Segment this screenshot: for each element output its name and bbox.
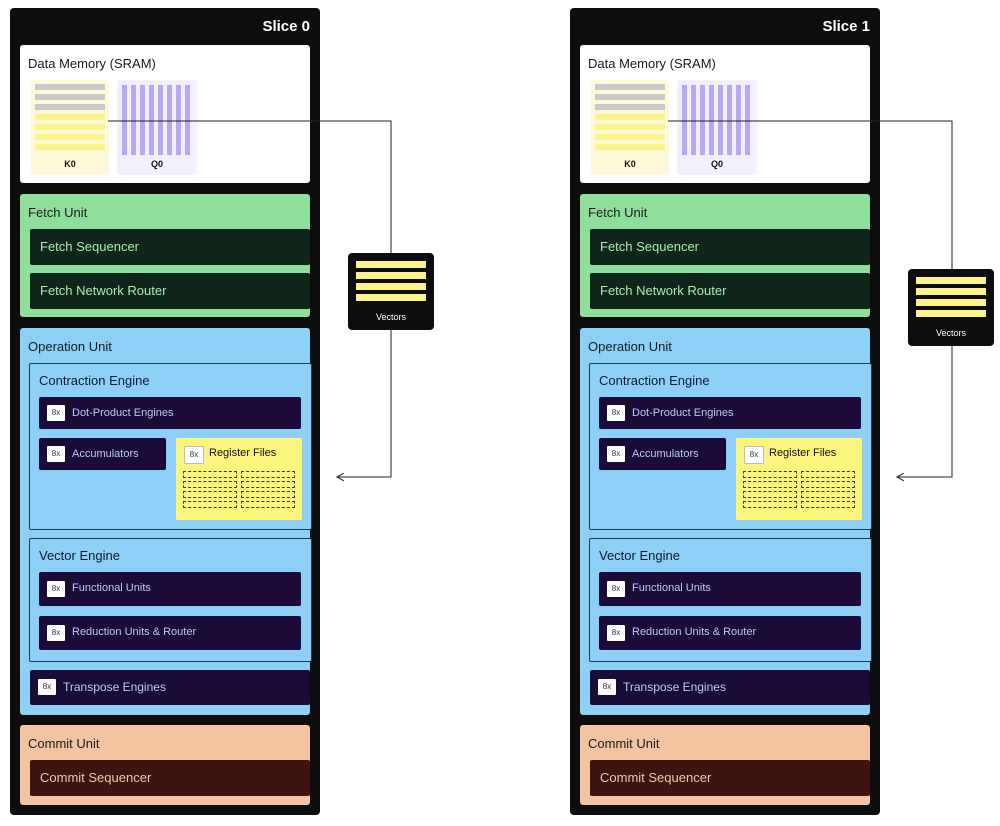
query-label: Q0 — [710, 159, 723, 169]
fetch-unit-panel: Fetch Unit Fetch Sequencer Fetch Network… — [20, 194, 310, 317]
key-memory-block: K0 — [31, 80, 109, 175]
key-memory-block: K0 — [591, 80, 669, 175]
commit-unit-panel: Commit Unit Commit Sequencer — [580, 725, 870, 805]
count-badge: 8x — [47, 446, 65, 462]
dot-product-engines-block: 8x Dot-Product Engines — [39, 397, 301, 429]
contraction-engine-title: Contraction Engine — [599, 373, 710, 388]
commit-sequencer-block: Commit Sequencer — [590, 760, 870, 796]
contraction-engine: Contraction Engine 8x Dot-Product Engine… — [29, 363, 312, 530]
operation-unit-panel: Operation Unit Contraction Engine 8x Dot… — [20, 328, 312, 715]
count-badge: 8x — [38, 679, 56, 695]
accumulators-block: 8x Accumulators — [39, 438, 166, 470]
contraction-engine-title: Contraction Engine — [39, 373, 150, 388]
key-label: K0 — [624, 159, 636, 169]
slice-title: Slice 0 — [262, 18, 310, 35]
functional-units-block: 8x Functional Units — [599, 572, 861, 606]
count-badge: 8x — [47, 405, 65, 421]
count-badge: 8x — [744, 446, 764, 464]
dot-product-engines-block: 8x Dot-Product Engines — [599, 397, 861, 429]
contraction-engine: Contraction Engine 8x Dot-Product Engine… — [589, 363, 872, 530]
key-label: K0 — [64, 159, 76, 169]
operation-unit-title: Operation Unit — [588, 339, 672, 354]
data-memory-title: Data Memory (SRAM) — [588, 56, 716, 71]
operation-unit-title: Operation Unit — [28, 339, 112, 354]
vectors-box-0: Vectors — [348, 253, 434, 330]
reduction-units-router-block: 8x Reduction Units & Router — [39, 616, 301, 650]
reduction-units-router-block: 8x Reduction Units & Router — [599, 616, 861, 650]
fetch-unit-panel: Fetch Unit Fetch Sequencer Fetch Network… — [580, 194, 870, 317]
vectors-label: Vectors — [375, 312, 406, 322]
fetch-network-router-block: Fetch Network Router — [30, 273, 310, 309]
vector-engine-title: Vector Engine — [599, 548, 680, 563]
fetch-network-router-block: Fetch Network Router — [590, 273, 870, 309]
vector-engine: Vector Engine 8x Functional Units 8x Red… — [589, 538, 872, 662]
count-badge: 8x — [184, 446, 204, 464]
register-files-block: 8x Register Files — [176, 438, 302, 520]
count-badge: 8x — [607, 405, 625, 421]
transpose-engines-block: 8x Transpose Engines — [590, 670, 870, 705]
count-badge: 8x — [598, 679, 616, 695]
transpose-engines-block: 8x Transpose Engines — [30, 670, 310, 705]
data-memory-title: Data Memory (SRAM) — [28, 56, 156, 71]
count-badge: 8x — [47, 581, 65, 597]
fetch-sequencer-block: Fetch Sequencer — [30, 229, 310, 265]
slice-title: Slice 1 — [822, 18, 870, 35]
fetch-unit-title: Fetch Unit — [28, 205, 88, 220]
slice-1: Slice 1 Data Memory (SRAM) K0 Q0 Fetch U… — [570, 8, 880, 815]
fetch-sequencer-block: Fetch Sequencer — [590, 229, 870, 265]
count-badge: 8x — [607, 581, 625, 597]
count-badge: 8x — [47, 625, 65, 641]
vectors-box-1: Vectors — [908, 269, 994, 346]
query-label: Q0 — [150, 159, 163, 169]
operation-unit-panel: Operation Unit Contraction Engine 8x Dot… — [580, 328, 872, 715]
commit-sequencer-block: Commit Sequencer — [30, 760, 310, 796]
vector-engine: Vector Engine 8x Functional Units 8x Red… — [29, 538, 312, 662]
vector-engine-title: Vector Engine — [39, 548, 120, 563]
commit-unit-title: Commit Unit — [28, 736, 100, 751]
commit-unit-panel: Commit Unit Commit Sequencer — [20, 725, 310, 805]
accumulators-block: 8x Accumulators — [599, 438, 726, 470]
count-badge: 8x — [607, 625, 625, 641]
count-badge: 8x — [607, 446, 625, 462]
register-files-block: 8x Register Files — [736, 438, 862, 520]
commit-unit-title: Commit Unit — [588, 736, 660, 751]
data-memory-panel: Data Memory (SRAM) K0 Q0 — [580, 45, 870, 183]
slice-0: Slice 0 Data Memory (SRAM) K0 Q0 Fetch U… — [10, 8, 320, 815]
data-memory-panel: Data Memory (SRAM) K0 Q0 — [20, 45, 310, 183]
query-memory-block: Q0 — [117, 80, 197, 175]
query-memory-block: Q0 — [677, 80, 757, 175]
functional-units-block: 8x Functional Units — [39, 572, 301, 606]
fetch-unit-title: Fetch Unit — [588, 205, 648, 220]
vectors-label: Vectors — [935, 328, 966, 338]
